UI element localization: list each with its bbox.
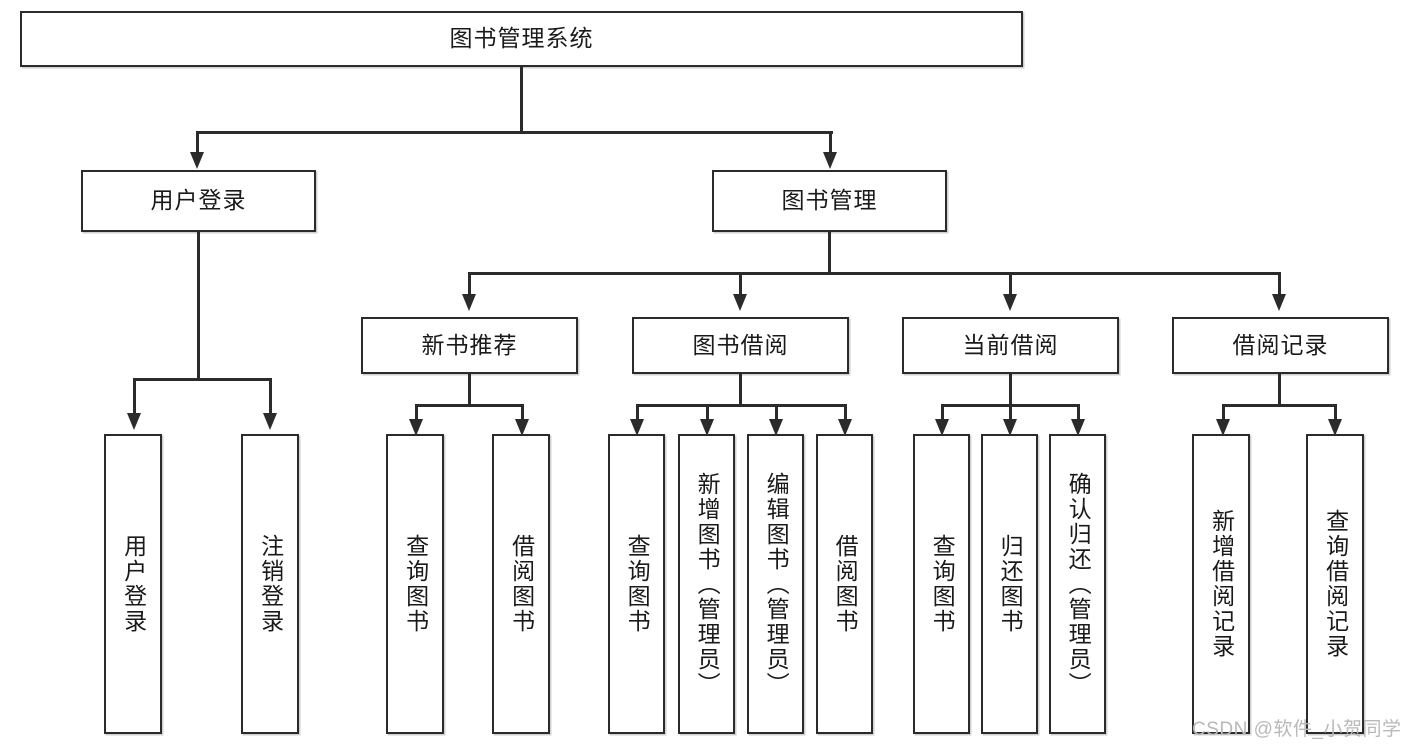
node-user-login[interactable]: 用户登录 <box>81 170 316 232</box>
leaf-user-login[interactable]: 用户登录 <box>104 434 162 734</box>
csdn-watermark: CSDN @软件_小贺同学 <box>1192 719 1402 740</box>
connector-book-borrow-bus <box>636 404 846 407</box>
node-label: 用户登录 <box>150 187 247 214</box>
node-label: 归还图书 <box>997 534 1024 634</box>
connector-borrow-record-bus <box>1222 404 1336 407</box>
connector-book-management-bus <box>468 272 1280 275</box>
connector-cb-leaf1 <box>941 404 944 424</box>
node-book-management[interactable]: 图书管理 <box>712 170 947 232</box>
connector-user-login-bus <box>133 378 271 381</box>
node-label: 查询图书 <box>929 534 956 634</box>
arrowhead-leaf-logout-login <box>263 413 277 430</box>
connector-bm-to-borrow-record <box>1278 272 1281 297</box>
node-book-borrow[interactable]: 图书借阅 <box>632 317 849 374</box>
node-label: 借阅图书 <box>832 534 859 634</box>
connector-nb-leaf2 <box>521 404 524 424</box>
connector-cb-leaf2 <box>1009 404 1012 424</box>
connector-bb-leaf3 <box>775 404 778 424</box>
connector-bm-to-current-borrow <box>1009 272 1012 297</box>
connector-bm-to-book-borrow <box>739 272 742 297</box>
arrowhead-nb-query-book <box>409 419 423 436</box>
connector-bm-to-new-book <box>468 272 471 297</box>
node-label: 图书管理系统 <box>449 25 594 52</box>
connector-user-login-leaf2 <box>269 378 272 416</box>
arrowhead-bb-query-book <box>630 419 644 436</box>
arrowhead-user-login <box>190 152 204 169</box>
connector-book-management-stem <box>828 232 831 274</box>
leaf-cb-return-book[interactable]: 归还图书 <box>981 434 1038 734</box>
arrowhead-book-borrow <box>733 294 747 311</box>
node-current-borrow[interactable]: 当前借阅 <box>902 317 1119 374</box>
connector-bb-leaf4 <box>844 404 847 424</box>
node-label: 借阅记录 <box>1232 331 1329 358</box>
connector-root-to-user-login <box>196 131 199 156</box>
node-label: 查询图书 <box>624 534 651 634</box>
arrowhead-bb-edit-book <box>769 419 783 436</box>
connector-user-login-stem <box>197 232 200 380</box>
leaf-bb-add-book[interactable]: 新增图书（管理员） <box>678 434 735 734</box>
leaf-bb-borrow-book[interactable]: 借阅图书 <box>816 434 873 734</box>
arrowhead-leaf-user-login <box>127 413 141 430</box>
connector-br-leaf2 <box>1334 404 1337 424</box>
connector-borrow-record-stem <box>1278 374 1281 406</box>
connector-bb-leaf2 <box>706 404 709 424</box>
connector-root-stem <box>520 67 523 132</box>
arrowhead-br-query-record <box>1328 419 1342 436</box>
connector-book-borrow-stem <box>739 374 742 406</box>
node-label: 用户登录 <box>120 534 147 634</box>
node-new-book-recommend[interactable]: 新书推荐 <box>361 317 578 374</box>
connector-nb-leaf1 <box>415 404 418 424</box>
arrowhead-bb-add-book <box>700 419 714 436</box>
arrowhead-br-add-record <box>1216 419 1230 436</box>
node-label: 新增图书（管理员） <box>694 471 721 697</box>
leaf-cb-query-book[interactable]: 查询图书 <box>913 434 970 734</box>
node-label: 查询借阅记录 <box>1322 509 1349 659</box>
arrowhead-current-borrow <box>1003 294 1017 311</box>
connector-current-borrow-stem <box>1009 374 1012 406</box>
node-label: 编辑图书（管理员） <box>763 471 790 697</box>
leaf-nb-query-book[interactable]: 查询图书 <box>386 434 444 734</box>
node-label: 图书借阅 <box>692 331 789 358</box>
node-label: 查询图书 <box>402 534 429 634</box>
leaf-logout-login[interactable]: 注销登录 <box>241 434 299 734</box>
arrowhead-borrow-record <box>1272 294 1286 311</box>
leaf-bb-edit-book[interactable]: 编辑图书（管理员） <box>747 434 804 734</box>
arrowhead-bb-borrow-book <box>838 419 852 436</box>
node-label: 新书推荐 <box>421 331 518 358</box>
leaf-cb-confirm-return[interactable]: 确认归还（管理员） <box>1049 434 1106 734</box>
node-label: 新增借阅记录 <box>1208 509 1235 659</box>
connector-new-book-bus <box>415 404 523 407</box>
node-label: 注销登录 <box>257 534 284 634</box>
leaf-bb-query-book[interactable]: 查询图书 <box>608 434 665 734</box>
connector-br-leaf1 <box>1222 404 1225 424</box>
leaf-br-add-record[interactable]: 新增借阅记录 <box>1192 434 1250 734</box>
node-label: 当前借阅 <box>962 331 1059 358</box>
node-borrow-record[interactable]: 借阅记录 <box>1172 317 1389 374</box>
arrowhead-cb-confirm-return <box>1071 419 1085 436</box>
connector-root-bus <box>196 131 833 134</box>
leaf-br-query-record[interactable]: 查询借阅记录 <box>1306 434 1364 734</box>
connector-bb-leaf1 <box>636 404 639 424</box>
leaf-nb-borrow-book[interactable]: 借阅图书 <box>492 434 550 734</box>
arrowhead-book-management <box>823 152 837 169</box>
connector-new-book-stem <box>468 374 471 406</box>
node-root-book-management-system[interactable]: 图书管理系统 <box>20 11 1023 67</box>
arrowhead-cb-query-book <box>935 419 949 436</box>
connector-user-login-leaf1 <box>133 378 136 416</box>
arrowhead-new-book-recommend <box>462 294 476 311</box>
connector-root-to-book-management <box>829 131 832 156</box>
node-label: 借阅图书 <box>508 534 535 634</box>
node-label: 确认归还（管理员） <box>1065 471 1092 697</box>
arrowhead-cb-return-book <box>1003 419 1017 436</box>
node-label: 图书管理 <box>781 187 878 214</box>
arrowhead-nb-borrow-book <box>515 419 529 436</box>
connector-cb-leaf3 <box>1077 404 1080 424</box>
